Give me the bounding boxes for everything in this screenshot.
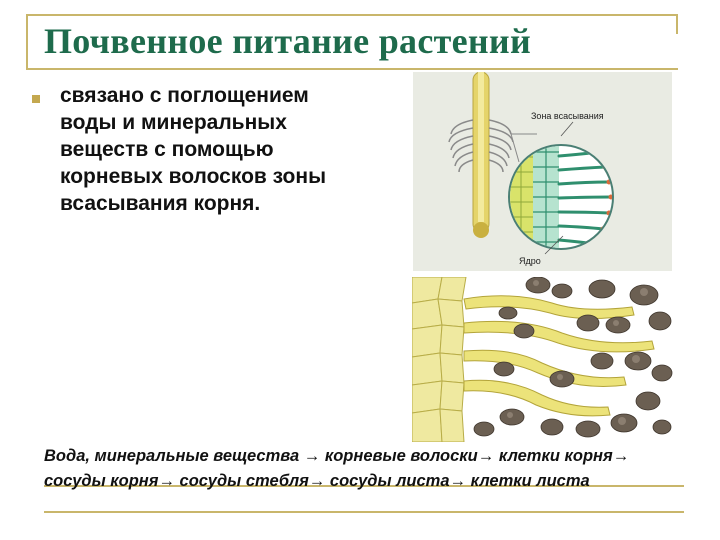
zone-label: Зона всасывания xyxy=(531,111,604,121)
nucleus-label: Ядро xyxy=(519,256,541,266)
caption-bottom-line xyxy=(44,511,684,513)
caption-top-line xyxy=(44,485,684,487)
root-hairs-soil-figure xyxy=(412,277,674,442)
root-absorption-zone-figure: Зона всасывания Ядро xyxy=(413,72,672,271)
page-title: Почвенное питание растений xyxy=(44,21,532,61)
frame-vertical-left xyxy=(26,14,28,70)
bullet-text: связано с поглощением воды и минеральных… xyxy=(60,84,327,215)
flow-caption: Вода, минеральные вещества → корневые во… xyxy=(44,447,630,490)
frame-vertical-right xyxy=(676,14,678,34)
square-bullet-icon xyxy=(32,95,40,103)
frame-top-line xyxy=(26,14,678,16)
title-underline xyxy=(26,68,678,70)
